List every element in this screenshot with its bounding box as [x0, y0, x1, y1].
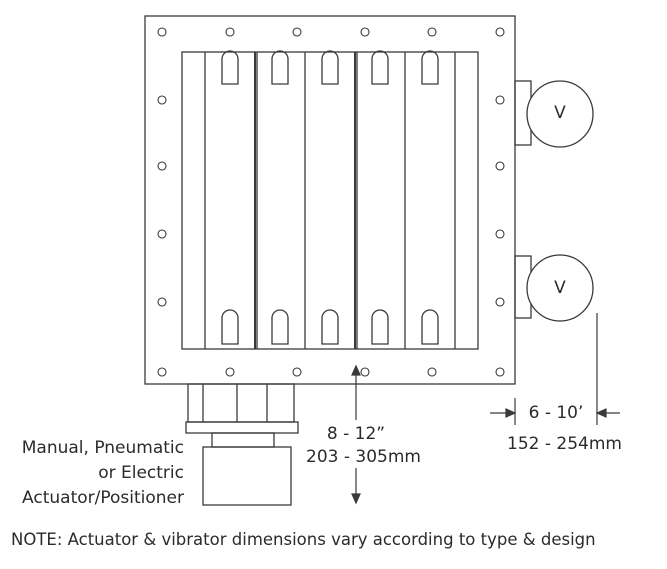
inner-opening — [181, 51, 479, 350]
vibrator-dimension — [490, 313, 620, 425]
height-dim-inches: 8 - 12” — [326, 424, 386, 444]
blade-slots-top — [221, 50, 439, 85]
outer-frame — [144, 15, 516, 385]
vibrator-bottom — [514, 254, 594, 322]
vibrator-top-label: V — [554, 103, 566, 123]
vibrator-bottom-label: V — [554, 278, 566, 298]
actuator-label-line1: Manual, Pneumatic — [21, 438, 184, 458]
actuator-label-line2: or Electric — [98, 463, 184, 483]
bolt-holes — [157, 27, 505, 377]
blade-slots-bottom — [221, 309, 439, 345]
height-dim-mm: 203 - 305mm — [306, 447, 421, 467]
vibrator-dim-mm: 152 - 254mm — [507, 434, 622, 454]
vibrator-dim-inches: 6 - 10’ — [528, 403, 584, 423]
note-text: NOTE: Actuator & vibrator dimensions var… — [11, 530, 596, 549]
vibrator-top — [514, 80, 594, 148]
actuator-label-line3: Actuator/Positioner — [22, 488, 184, 508]
actuator-assembly — [185, 383, 299, 506]
blades — [204, 52, 456, 349]
height-dimension — [351, 364, 361, 505]
